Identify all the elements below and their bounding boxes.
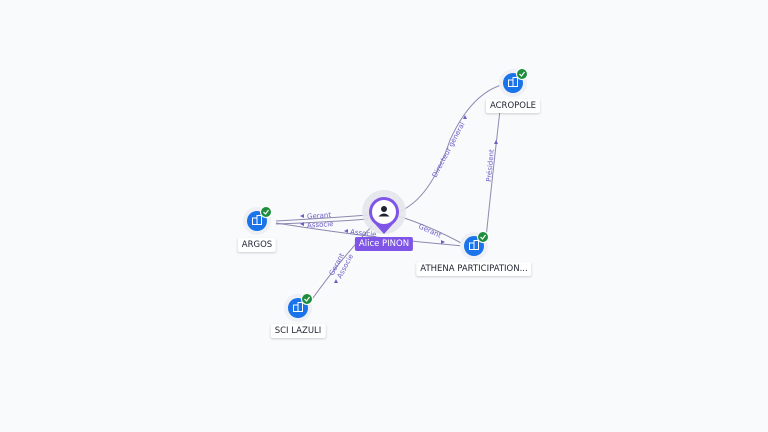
- edge-label: Gerant: [417, 223, 442, 240]
- edge-arrow: [334, 279, 338, 283]
- node-acropole[interactable]: [499, 68, 528, 98]
- verified-badge-icon: [516, 68, 528, 80]
- edge-person-argos-2[interactable]: [275, 218, 369, 225]
- node-argos[interactable]: [243, 206, 272, 236]
- building-icon: [508, 77, 518, 87]
- edge-argos-athena[interactable]: [275, 222, 464, 247]
- verified-badge-icon: [477, 231, 489, 243]
- company-label-athena[interactable]: ATHENA PARTICIPATION...: [416, 262, 532, 276]
- verified-badge-icon: [301, 293, 313, 305]
- node-person[interactable]: [362, 190, 406, 234]
- edge-person-argos[interactable]: [275, 214, 369, 222]
- edge-arrow: [300, 222, 304, 226]
- edge-label: Associe: [350, 228, 377, 239]
- edge-arrow: [494, 140, 498, 144]
- edge-label: Associe: [307, 220, 334, 230]
- edge-label: Président: [485, 149, 496, 182]
- node-athena[interactable]: [460, 231, 489, 261]
- company-label-scilazuli[interactable]: SCI LAZULI: [270, 324, 326, 338]
- edge-person-scilazuli[interactable]: [309, 225, 373, 303]
- edge-person-acropole[interactable]: [397, 83, 506, 213]
- edge-label: Gerant: [307, 211, 332, 221]
- edge-arrow: [300, 214, 304, 218]
- building-icon: [252, 215, 262, 225]
- edge-arrow: [463, 115, 467, 119]
- verified-badge-icon: [260, 206, 272, 218]
- building-icon: [469, 240, 479, 250]
- edge-arrow: [441, 240, 445, 244]
- person-name-label[interactable]: Alice PINON: [354, 237, 414, 251]
- company-label-argos[interactable]: ARGOS: [237, 238, 277, 252]
- company-label-acropole[interactable]: ACROPOLE: [485, 99, 541, 113]
- node-scilazuli[interactable]: [284, 293, 313, 323]
- user-icon: [378, 206, 390, 217]
- edge-label: Directeur general: [431, 121, 467, 179]
- building-icon: [293, 302, 303, 312]
- edge-arrow: [344, 229, 348, 233]
- edge-athena-acropole[interactable]: [485, 109, 501, 239]
